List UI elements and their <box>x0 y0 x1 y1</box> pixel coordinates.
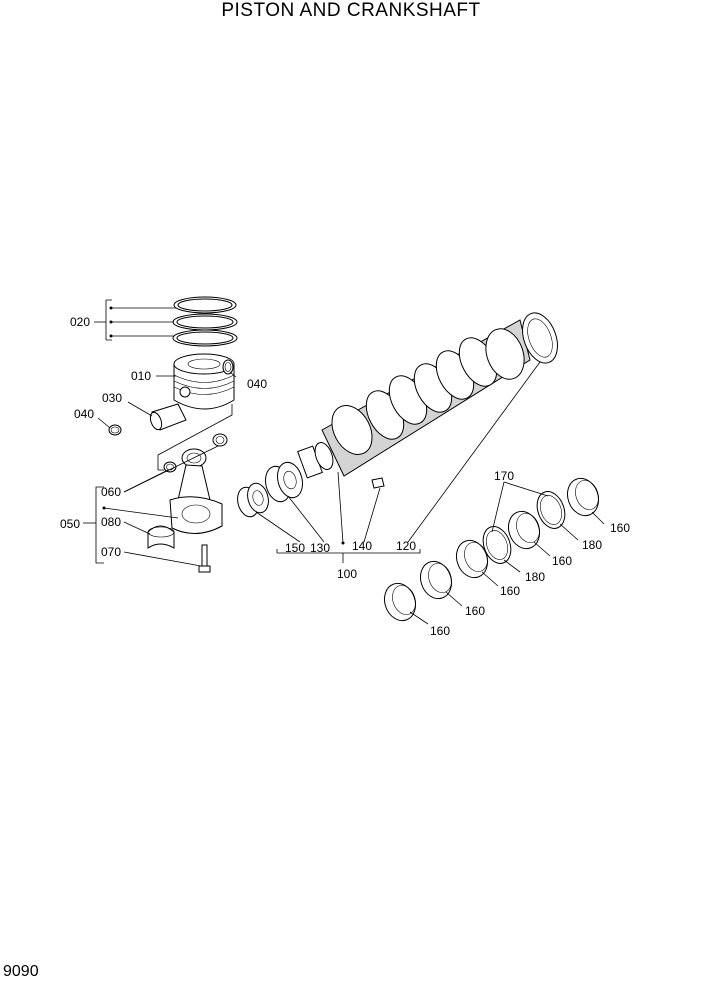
crankshaft[interactable] <box>297 308 564 489</box>
callout-180-a: 180 <box>582 538 602 552</box>
callout-120: 120 <box>396 539 416 553</box>
callout-010: 010 <box>131 369 151 383</box>
piston-pin[interactable] <box>148 403 187 431</box>
callout-030: 030 <box>102 391 122 405</box>
main-bearing-2[interactable] <box>415 557 456 603</box>
callout-020: 020 <box>70 315 90 329</box>
crank-gear[interactable] <box>262 460 306 505</box>
rod-bolt[interactable] <box>198 544 211 573</box>
snap-ring-left[interactable] <box>108 424 122 436</box>
piston[interactable] <box>173 353 235 410</box>
callout-160-b: 160 <box>552 554 572 568</box>
piston-leaders <box>97 371 237 429</box>
page-number: 9090 <box>3 963 39 980</box>
callout-040-right: 040 <box>247 377 267 391</box>
callout-130: 130 <box>310 541 330 555</box>
callout-050: 050 <box>60 517 80 531</box>
callout-160-c: 160 <box>500 584 520 598</box>
callout-170: 170 <box>494 469 514 483</box>
callout-150: 150 <box>285 541 305 555</box>
connecting-rod[interactable] <box>169 448 223 534</box>
main-bearing-5[interactable] <box>562 474 603 520</box>
callout-160-e: 160 <box>430 624 450 638</box>
rod-leaders <box>102 445 219 567</box>
callout-140: 140 <box>352 539 372 553</box>
crankshaft-leaders <box>255 361 541 563</box>
bearing-leaders <box>409 481 605 625</box>
main-bearing-4[interactable] <box>503 507 544 553</box>
thrust-washer-1[interactable] <box>478 523 515 568</box>
callout-040-left: 040 <box>74 407 94 421</box>
callout-160-a: 160 <box>610 521 630 535</box>
thrust-washer-2[interactable] <box>532 488 569 533</box>
snap-ring-right[interactable] <box>222 359 234 375</box>
rod-bearing[interactable] <box>147 525 175 549</box>
small-end-bushes[interactable] <box>163 433 228 473</box>
page-title: PISTON AND CRANKSHAFT <box>221 0 481 21</box>
con-rod-bracket <box>83 404 233 564</box>
ring-leaders <box>94 299 176 341</box>
callout-080: 080 <box>101 515 121 529</box>
callout-070: 070 <box>101 545 121 559</box>
callout-160-d: 160 <box>465 604 485 618</box>
oil-pump-gear[interactable] <box>234 481 271 519</box>
callout-180-b: 180 <box>525 570 545 584</box>
main-bearing-3[interactable] <box>451 536 492 582</box>
piston-rings[interactable] <box>172 296 238 347</box>
main-bearing-1[interactable] <box>379 579 420 625</box>
callout-100: 100 <box>337 567 357 581</box>
callout-060: 060 <box>101 485 121 499</box>
